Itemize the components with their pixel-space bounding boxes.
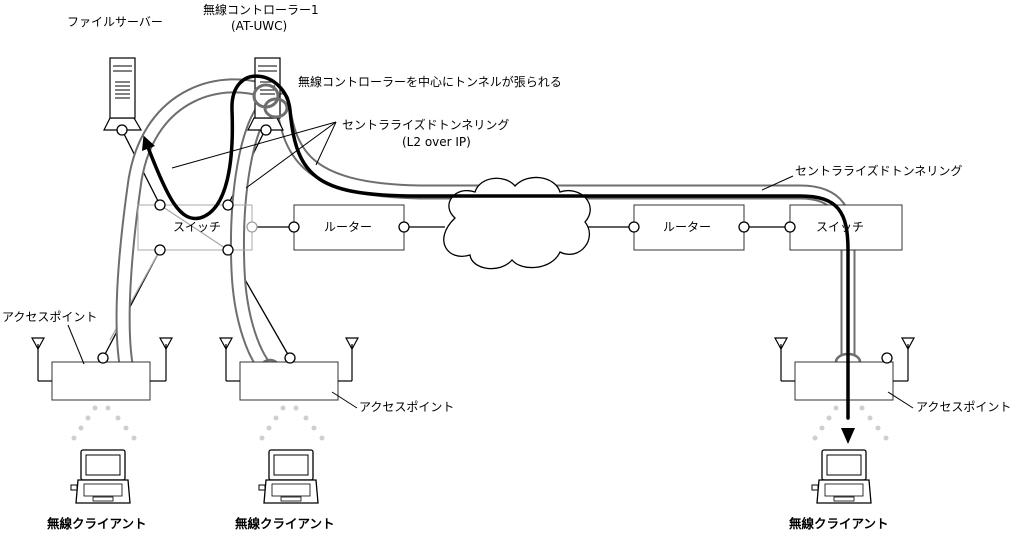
switch-left-label: スイッチ — [173, 220, 221, 234]
laptop-icon — [811, 449, 872, 504]
tunneling-label-center: セントラライズドトンネリング — [342, 117, 509, 132]
laptop-icon — [70, 449, 131, 504]
client-label: 無線クライアント — [235, 516, 335, 531]
router-left-port — [288, 221, 300, 233]
antenna-icon — [218, 337, 234, 351]
switch-left: スイッチ — [137, 199, 258, 256]
router-left-label: ルーター — [324, 220, 372, 234]
router-right-label: ルーター — [663, 220, 711, 234]
access-point-mid — [218, 337, 360, 401]
wireless-client-mid: 無線クライアント — [235, 449, 335, 531]
tunnel-center-note: 無線コントローラーを中心にトンネルが張られる — [298, 74, 562, 89]
switch-left-port — [246, 221, 258, 233]
switch-left-port — [222, 244, 234, 256]
internet-cloud — [443, 176, 591, 270]
file-server — [103, 57, 143, 136]
access-point-left — [30, 337, 174, 401]
router-right: ルーター — [628, 204, 750, 251]
switch-right-port — [784, 221, 796, 233]
antenna-icon — [158, 337, 174, 351]
switch-right: スイッチ — [784, 204, 903, 251]
tunneling-label-center-sub: (L2 over IP) — [402, 135, 471, 149]
wireless-signal-mid — [259, 405, 325, 441]
antenna-icon — [344, 337, 360, 351]
wireless-client-right: 無線クライアント — [789, 449, 889, 531]
access-point-left-label: アクセスポイント — [2, 310, 97, 324]
client-label: 無線クライアント — [789, 516, 889, 531]
switch-left-port — [222, 199, 234, 211]
wireless-signal-left — [71, 405, 137, 441]
router-right-port — [628, 221, 640, 233]
server-icon — [109, 57, 136, 119]
wireless-signal-right — [812, 405, 889, 441]
router-left-port — [398, 221, 410, 233]
access-point-mid-label: アクセスポイント — [359, 400, 454, 414]
controller-model-label: (AT-UWC) — [231, 19, 287, 33]
wireless-controller — [247, 57, 289, 136]
access-point-right-label: アクセスポイント — [916, 400, 1011, 414]
router-left: ルーター — [288, 204, 410, 251]
leader-lines — [67, 121, 914, 409]
arrowhead-down — [841, 428, 855, 444]
antenna-icon — [773, 337, 789, 351]
file-server-label: ファイルサーバー — [67, 15, 163, 29]
tunneling-label-right: セントラライズドトンネリング — [795, 163, 962, 178]
data-flow-arrow — [141, 74, 850, 420]
controller-label: 無線コントローラー1 — [203, 2, 319, 17]
switch-left-port — [154, 199, 166, 211]
antenna-icon — [30, 337, 46, 351]
switch-right-label: スイッチ — [816, 220, 864, 234]
switch-left-port — [154, 244, 166, 256]
laptop-icon — [258, 449, 319, 504]
wireless-client-left: 無線クライアント — [47, 449, 147, 531]
router-right-port — [738, 221, 750, 233]
client-label: 無線クライアント — [47, 516, 147, 531]
access-point-right — [773, 337, 916, 401]
antenna-icon — [900, 337, 916, 351]
